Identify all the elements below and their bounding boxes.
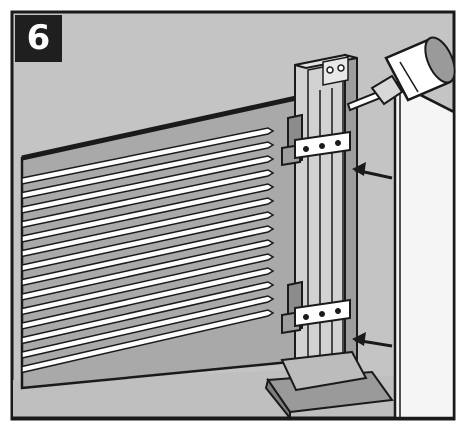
panel-slat bbox=[21, 309, 275, 374]
panel-slat bbox=[21, 155, 275, 214]
panel-slat bbox=[21, 239, 275, 301]
gate-panel-icon bbox=[20, 92, 312, 390]
panel-slat bbox=[21, 295, 275, 359]
panel-slat bbox=[21, 169, 275, 229]
panel-slats bbox=[21, 127, 275, 374]
panel-slat bbox=[21, 281, 275, 345]
wall-icon bbox=[393, 79, 456, 420]
arrow-icon bbox=[352, 162, 393, 180]
glue-bottle-icon bbox=[346, 36, 456, 112]
post-icon bbox=[294, 53, 358, 402]
step-number-badge: 6 bbox=[15, 15, 62, 62]
post-base bbox=[264, 350, 394, 421]
panel-slat bbox=[21, 127, 275, 185]
panel-slat bbox=[21, 197, 275, 258]
panel-slat bbox=[21, 267, 275, 330]
hinge-icon bbox=[281, 113, 351, 167]
panel-slat bbox=[21, 211, 275, 272]
panel-slat bbox=[21, 141, 275, 200]
hinge-icon bbox=[281, 280, 351, 335]
panel-slat bbox=[21, 183, 275, 243]
panel-slat bbox=[21, 225, 275, 287]
panel-slat bbox=[21, 253, 275, 316]
arrow-icon bbox=[352, 332, 393, 348]
